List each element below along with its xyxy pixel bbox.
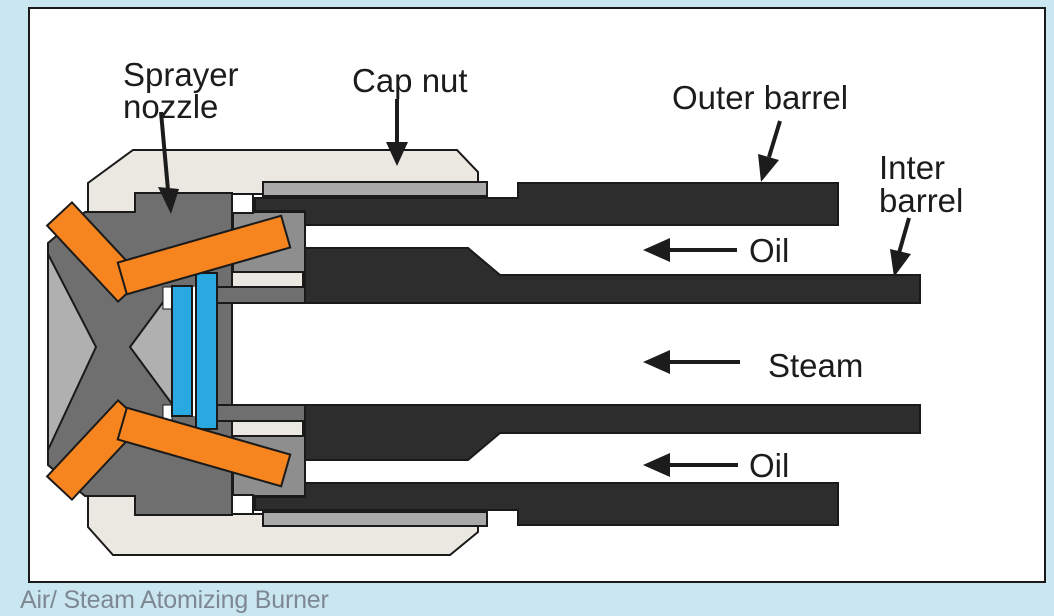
atomizer-plate-right [195,272,218,430]
sprayer-insert-bottom-long [116,406,292,488]
atomizer-plate-group [171,272,218,430]
labels: Sprayer nozzle Cap nut Outer barrel Inte… [123,56,963,484]
label-steam: Steam [768,347,863,384]
sprayer-nozzle-arrow-head [158,187,179,214]
cone-group [47,253,173,451]
cap-nut-thread-group [262,181,488,527]
pointer-arrows [158,99,911,277]
label-sprayer-nozzle-line2: nozzle [123,88,218,125]
outer-barrel-arrow-line [767,120,782,158]
notch-top [231,193,254,214]
inter-barrel-arrow-head [890,249,911,277]
label-oil-top: Oil [749,232,789,269]
sprayer-insert-group [45,200,292,502]
oil-top-flow-head [643,238,670,262]
cap-nut-arrow-head [386,142,408,166]
sprayer-insert-top-long [116,214,292,296]
body-sliver-top [216,286,306,304]
inter-barrel-bottom [304,404,921,461]
caption: Air/ Steam Atomizing Burner [20,586,329,614]
label-inter-barrel-line2: barrel [879,182,963,219]
label-inter-barrel-line1: Inter [879,149,945,186]
gap-top-sliver [162,286,173,310]
outer-barrel-arrow-head [758,154,779,182]
inter-barrel-top [304,247,921,304]
outer-barrel-bottom [254,482,839,526]
label-oil-bottom: Oil [749,447,789,484]
flow-arrows [643,238,740,477]
label-sprayer-nozzle-line1: Sprayer [123,56,239,93]
notch-group [231,193,254,515]
thread-strip-bottom [262,511,488,527]
cone-left-triangle [47,253,98,451]
body-sliver-bottom [216,404,306,422]
notch-bottom [231,494,254,515]
inter-barrel-arrow-line [897,217,911,254]
outer-barrel-top [254,182,839,226]
atomizer-plate-left [171,285,193,417]
oil-bottom-flow-head [643,453,670,477]
label-cap-nut: Cap nut [352,62,468,99]
barrel-group [254,182,921,526]
gap-between-plates [191,287,197,416]
label-outer-barrel: Outer barrel [672,79,848,116]
sprayer-nozzle-arrow-line [159,111,170,191]
steam-flow-head [643,350,670,374]
thread-strip-top [262,181,488,197]
